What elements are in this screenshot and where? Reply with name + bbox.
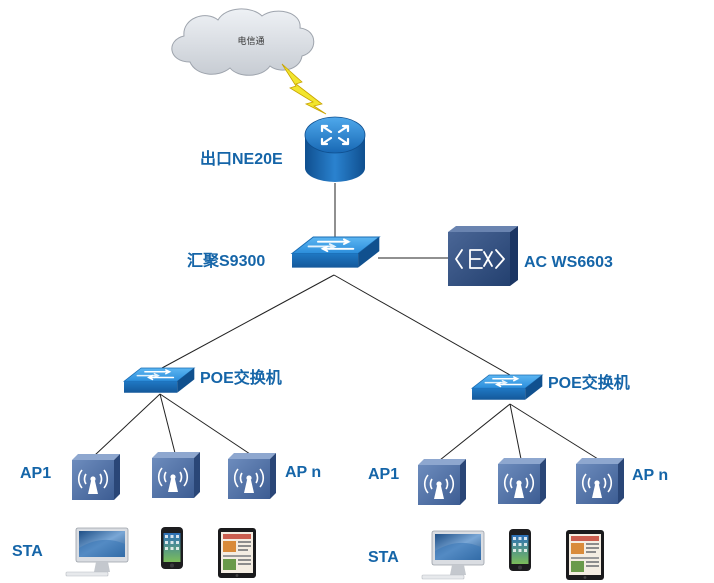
tablet-icon — [566, 530, 604, 580]
left-ap1-label: AP1 — [20, 465, 51, 482]
access-point-icon — [151, 451, 201, 499]
switch-icon — [471, 374, 544, 401]
left-sta-label: STA — [12, 543, 43, 560]
left-apn-label: AP n — [285, 464, 321, 481]
access-controller-icon — [448, 226, 518, 286]
left-poe-to-ap2-link — [159, 393, 176, 454]
switch-icon — [123, 367, 196, 394]
left-ap-n — [227, 452, 277, 500]
access-point-icon — [575, 457, 625, 505]
imac-icon — [65, 527, 129, 577]
lightning-bolt-icon — [281, 63, 327, 115]
right-ap1-label: AP1 — [368, 466, 399, 483]
right-poe-switch: POE交换机 — [471, 373, 630, 401]
aggregation-to-right-poe-link — [333, 274, 511, 376]
imac-icon — [421, 530, 485, 580]
cloud-icon — [171, 8, 315, 76]
ac-controller: AC WS6603 — [448, 226, 613, 286]
left-poe-to-apn-link — [159, 393, 251, 455]
right-sta-label: STA — [368, 549, 399, 566]
right-ap-2 — [497, 457, 547, 505]
ac-label: AC WS6603 — [524, 254, 613, 271]
smartphone-icon — [509, 529, 531, 571]
access-point-icon — [227, 452, 277, 500]
switch-icon — [291, 236, 381, 269]
tablet-icon — [218, 528, 256, 578]
left-ap-1 — [71, 453, 121, 501]
link-lines — [94, 183, 599, 461]
left-ap-2 — [151, 451, 201, 499]
right-poe-to-apn-link — [509, 403, 599, 460]
left-poe-to-ap1-link — [94, 393, 161, 456]
right-branch: POE交换机 AP1 AP n STA — [368, 373, 668, 580]
right-ap-n — [575, 457, 625, 505]
access-point-icon — [71, 453, 121, 501]
right-ap-1 — [417, 458, 467, 506]
router-device: 出口NE20E — [200, 116, 366, 182]
right-poe-to-ap1-link — [439, 403, 511, 461]
router-label: 出口NE20E — [200, 149, 283, 168]
router-icon — [304, 116, 366, 182]
left-poe-label: POE交换机 — [200, 368, 282, 387]
left-poe-switch: POE交换机 — [123, 367, 282, 394]
cloud-label: 电信通 — [237, 35, 264, 47]
right-poe-to-ap2-link — [509, 403, 522, 460]
smartphone-icon — [161, 527, 183, 569]
left-branch: POE交换机 AP1 AP n STA — [12, 367, 321, 578]
isp-cloud: 电信通 — [171, 8, 315, 76]
right-poe-label: POE交换机 — [548, 373, 630, 392]
access-point-icon — [417, 458, 467, 506]
aggregation-to-left-poe-link — [161, 274, 335, 369]
aggregation-switch: 汇聚S9300 — [187, 236, 381, 270]
right-apn-label: AP n — [632, 467, 668, 484]
access-point-icon — [497, 457, 547, 505]
aggregation-label: 汇聚S9300 — [187, 252, 265, 270]
